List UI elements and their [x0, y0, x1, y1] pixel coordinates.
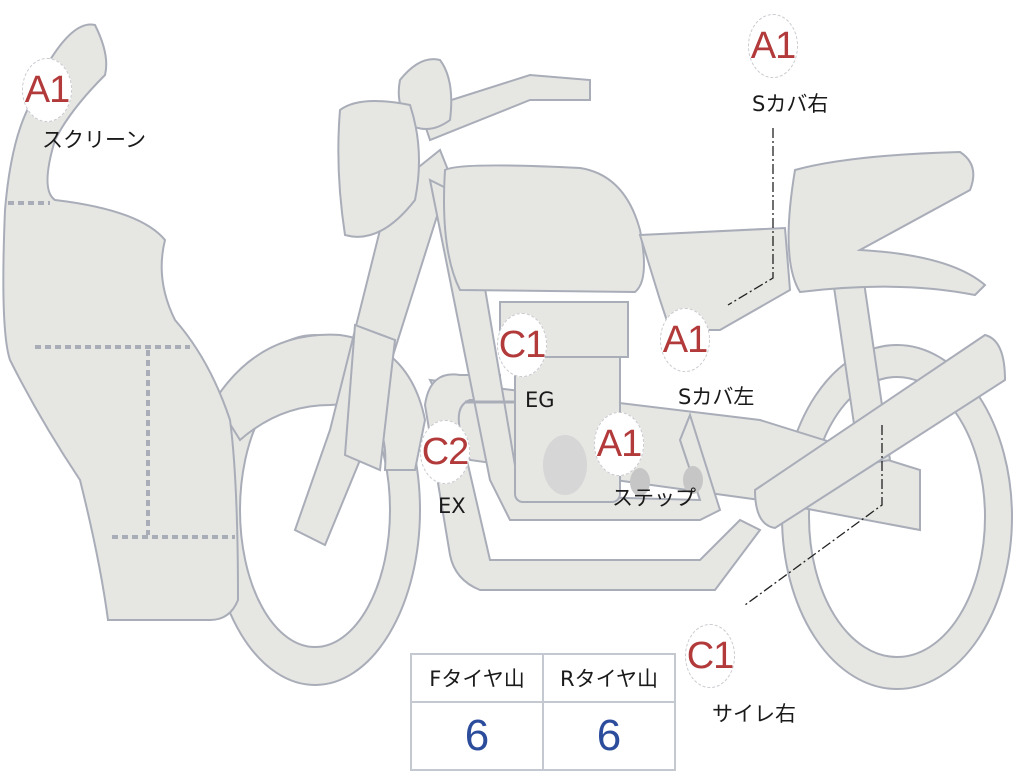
muffler	[753, 333, 1007, 530]
marker-silencer-right-label: サイレ右	[712, 702, 796, 726]
exhaust-pipe	[423, 373, 762, 591]
marker-screen-code: A1	[22, 58, 72, 122]
seat	[787, 150, 987, 297]
side-cover	[638, 226, 792, 331]
marker-silencer-right-code: C1	[685, 624, 735, 688]
marker-exhaust-label: EX	[438, 494, 466, 518]
marker-exhaust-code: C2	[420, 420, 470, 484]
marker-sidecover-right-label: Sカバ右	[752, 92, 829, 116]
marker-sidecover-left-code: A1	[660, 308, 710, 372]
front-tire-header: Fタイヤ山	[410, 653, 544, 703]
tire-tread-table: Fタイヤ山 Rタイヤ山 6 6	[410, 653, 676, 771]
marker-engine-label: EG	[525, 388, 555, 412]
marker-engine-code: C1	[497, 313, 547, 377]
marker-step-code: A1	[594, 412, 644, 476]
marker-screen-label: スクリーン	[42, 128, 146, 152]
marker-sidecover-left-label: Sカバ左	[678, 385, 755, 409]
marker-sidecover-right-code: A1	[748, 14, 798, 78]
front-tire-value: 6	[410, 701, 544, 771]
fuel-tank	[443, 164, 645, 294]
marker-step-label: ステップ	[612, 486, 696, 510]
windscreen-fairing	[2, 23, 240, 621]
rear-tire-value: 6	[542, 701, 676, 771]
rear-tire-header: Rタイヤ山	[542, 653, 676, 703]
